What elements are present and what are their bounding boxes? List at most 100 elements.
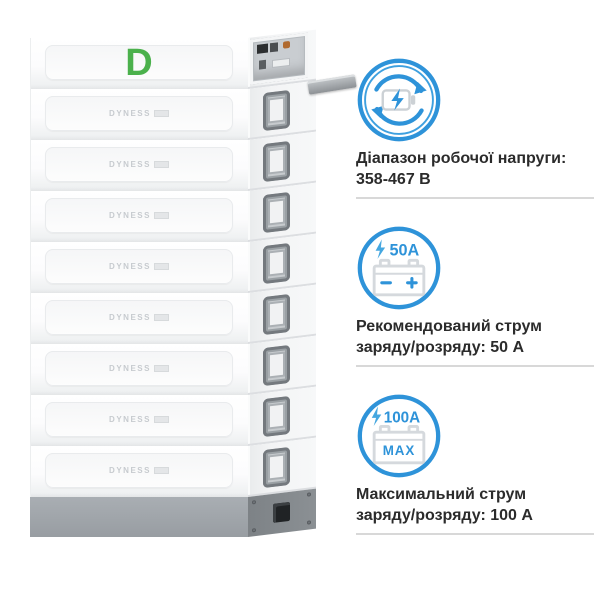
divider [356,197,594,199]
side-segment [248,233,316,293]
logo-tag [153,263,169,270]
module-front-panel: DYNESS [45,351,233,386]
bolt-icon [371,406,382,426]
feature-title-line1: Максимальний струм [356,486,527,503]
feature-title: Діапазон робочої напруги: 358-467 В [356,148,594,190]
feature-recommended-current: 50A Рекомендований струм заряду/розряду:… [356,225,594,367]
screw [307,520,311,525]
component-orange [283,40,290,49]
feature-list: Діапазон робочої напруги: 358-467 В 50A [356,57,594,535]
module-front-panel: DYNESS [45,402,233,437]
stack-front-face: D DYNESS DYNESS DYNESS DYNESS DYNESS DYN… [30,38,248,537]
battery-module: DYNESS [30,140,248,191]
max-label: MAX [383,443,416,458]
arrowhead [414,81,427,95]
stack-base-side [248,488,316,537]
side-connector [263,344,290,387]
side-segment [248,335,316,395]
feature-title-line1: Рекомендований струм [356,318,542,335]
connector-block [257,43,268,54]
feature-max-current: 100A MAX Максимальний струм заряду/розря… [356,393,594,535]
logo-tag [153,161,169,168]
component-block [259,59,266,70]
side-connector [263,446,290,489]
polarity-signs [380,276,418,289]
side-segment [248,131,316,191]
module-front-panel: DYNESS [45,198,233,233]
side-segment [248,80,316,140]
feature-voltage-range: Діапазон робочої напруги: 358-467 В [356,57,594,199]
logo-tag [153,314,169,321]
wiring-compartment [250,32,308,85]
dyness-wordmark: DYNESS [109,211,151,220]
car-battery-glyph [372,258,426,297]
battery-glyph [381,88,416,111]
feature-title-line2: заряду/розряду: 50 А [356,339,525,356]
battery-module: DYNESS [30,293,248,344]
dyness-wordmark: DYNESS [109,415,151,424]
side-connector [263,242,290,285]
battery-module: DYNESS [30,446,248,497]
badge-50a: 50A [389,242,419,260]
dyness-d-logo: D [125,41,153,84]
battery-module: DYNESS [30,395,248,446]
module-front-panel: DYNESS [45,147,233,182]
feature-title: Рекомендований струм заряду/розряду: 50 … [356,316,594,358]
module-front-panel: DYNESS [45,96,233,131]
logo-tag [153,365,169,372]
bolt-icon [391,88,404,111]
dyness-wordmark: DYNESS [109,109,151,118]
side-connector [263,293,290,336]
side-connector [263,140,290,183]
base-port [273,501,290,523]
battery-module: DYNESS [30,344,248,395]
car-battery-glyph [372,425,426,465]
dyness-wordmark: DYNESS [109,466,151,475]
logo-tag [153,212,169,219]
divider [356,533,594,535]
battery-current-icon: 50A [357,226,441,310]
feature-title-line2: 358-467 В [356,171,431,188]
battery-module: DYNESS [30,242,248,293]
side-connector [263,395,290,438]
stack-base-front [30,497,248,537]
feature-title-line1: Діапазон робочої напруги: [356,150,567,167]
logo-tag [153,467,169,474]
module-front-panel: D [45,41,233,84]
side-segment [248,182,316,242]
divider [356,365,594,367]
feature-title-line2: заряду/розряду: 100 А [356,507,533,524]
side-connector [263,89,290,132]
screw [252,528,256,533]
battery-module: DYNESS [30,89,248,140]
battery-module: DYNESS [30,191,248,242]
side-segment [248,437,316,497]
module-front-panel: DYNESS [45,300,233,335]
battery-module-top: D [30,38,248,89]
battery-stack: D DYNESS DYNESS DYNESS DYNESS DYNESS DYN… [30,28,365,593]
side-segment [248,386,316,446]
logo-tag [153,416,169,423]
badge-100a: 100A [384,410,421,427]
screw [307,492,311,497]
bolt-icon [375,239,386,259]
feature-title: Максимальний струм заряду/розряду: 100 А [356,484,594,526]
label-plate [273,58,289,67]
side-connector [263,191,290,234]
battery-max-current-icon: 100A MAX [357,394,441,478]
stack-side-face [248,29,316,537]
screw [252,500,256,505]
dyness-wordmark: DYNESS [109,160,151,169]
control-compartment-segment [248,29,316,89]
side-segment [248,284,316,344]
module-front-panel: DYNESS [45,249,233,284]
module-front-panel: DYNESS [45,453,233,488]
dyness-wordmark: DYNESS [109,313,151,322]
arrowhead [371,105,384,119]
icon-ring-inner [364,65,434,135]
dyness-wordmark: DYNESS [109,262,151,271]
logo-tag [153,110,169,117]
connector-block [270,42,278,53]
dyness-wordmark: DYNESS [109,364,151,373]
